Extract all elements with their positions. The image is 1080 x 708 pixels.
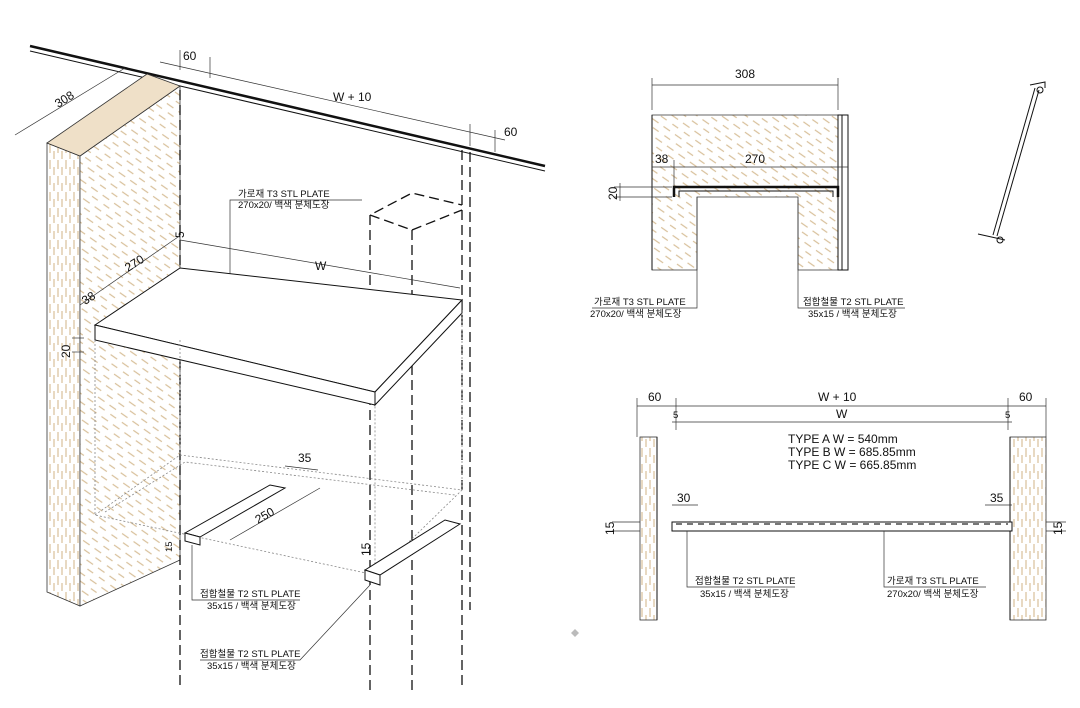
- section-shelf-label: 가로재 T3 STL PLATE 270x20/ 백색 분체도장: [590, 197, 698, 320]
- isometric-dim_depth-text: 308: [52, 88, 77, 111]
- elevation-shelf-label: 가로재 T3 STL PLATE 270x20/ 백색 분체도장: [883, 531, 986, 600]
- isometric-dim_shelf_width-text: W: [315, 259, 327, 273]
- section-rail-label: 접합철물 T2 STL PLATE 35x15 / 백색 분체도장: [797, 200, 905, 320]
- isometric-dim_thickness-text: 20: [59, 344, 73, 358]
- isometric-dim_rail_width-text: 35: [298, 451, 312, 465]
- isometric-shelf_label-line1-text: 가로재 T3 STL PLATE: [238, 189, 330, 200]
- elevation-dimensions: 60 W + 10 60 W 5 5 30 35 15 15: [603, 390, 1066, 535]
- right-rail-iso: [363, 519, 462, 586]
- dimension-top: 60 W + 10 60: [159, 49, 518, 152]
- elevation-shelf: [671, 521, 1013, 532]
- section-wall: [651, 114, 839, 271]
- section-dimensions: 308 38 270 20: [606, 67, 848, 201]
- elevation-types-2-text: TYPE C W = 665.85mm: [788, 458, 916, 472]
- section-rail_label-line1-text: 접합철물 T2 STL PLATE: [803, 296, 903, 308]
- elevation-types-0-text: TYPE A W = 540mm: [788, 432, 898, 446]
- section-shelf_label-line2-text: 270x20/ 백색 분체도장: [590, 309, 682, 320]
- shelf-plate-iso: [93, 267, 464, 407]
- isometric-dim_total_width-text: W + 10: [333, 90, 372, 104]
- section-dim_setback-text: 38: [655, 152, 669, 166]
- elevation-dim_left_gap-text: 60: [648, 390, 662, 404]
- elevation-dim_left_rail-text: 30: [677, 491, 691, 505]
- section-dim_thickness-text: 20: [606, 186, 620, 200]
- elevation-dim_right_height-text: 15: [1051, 521, 1065, 535]
- section-rail_label-line2-text: 35x15 / 백색 분체도장: [808, 309, 897, 320]
- elevation-shelf_label-line1-text: 가로재 T3 STL PLATE: [887, 576, 979, 587]
- elevation-dim_left_height-text: 15: [603, 521, 617, 535]
- isometric-dim_rail_height_left-text: 15: [164, 541, 175, 552]
- rail-label-upper: 접합철물 T2 STL PLATE 35x15 / 백색 분체도장: [191, 545, 300, 612]
- elevation-dim_right_rail-text: 35: [990, 491, 1004, 505]
- elevation-types-1-text: TYPE B W = 685.85mm: [788, 445, 916, 459]
- elevation-view: 60 W + 10 60 W 5 5 30 35 15 15 TYPE A W …: [603, 390, 1066, 621]
- isometric-dim_right_gap-text: 60: [504, 125, 518, 139]
- elevation-rail_label-line1-text: 접합철물 T2 STL PLATE: [695, 575, 795, 587]
- elevation-dim_right_gap-text: 60: [1019, 390, 1033, 404]
- lower-frame-dotted: [94, 313, 463, 576]
- elevation-shelf_label-line2-text: 270x20/ 백색 분체도장: [887, 589, 979, 600]
- elevation-dim_total_width-text: W + 10: [818, 390, 857, 404]
- right-wall-dashed: [369, 192, 463, 690]
- isometric-dim_left_gap-text: 60: [183, 49, 197, 63]
- rail-label-lower: 접합철물 T2 STL PLATE 35x15 / 백색 분체도장: [200, 584, 371, 672]
- elevation-rail_label-line2-text: 35x15 / 백색 분체도장: [700, 589, 789, 600]
- left-wall-top-cap: [46, 73, 181, 157]
- isometric-rail_label_lower-line2-text: 35x15 / 백색 분체도장: [207, 661, 296, 672]
- section-view: 308 38 270 20 가로재 T3 STL PLATE 270x20/ 백…: [590, 67, 905, 320]
- elevation-dim_left_clear-text: 5: [673, 410, 678, 421]
- left-rail-iso: [183, 484, 287, 546]
- isometric-rail_label_upper-line2-text: 35x15 / 백색 분체도장: [207, 601, 296, 612]
- isometric-rail_label_lower-line1-text: 접합철물 T2 STL PLATE: [200, 648, 300, 660]
- elevation-dim_width-text: W: [836, 407, 848, 421]
- isometric-dim_rail_length-text: 250: [253, 504, 278, 526]
- isometric-view: 308 60 W + 10 60 가로재 T3 STL PLATE 270x20…: [14, 44, 546, 690]
- left-wall-front-face: [46, 142, 81, 607]
- elevation-rail-label: 접합철물 T2 STL PLATE 35x15 / 백색 분체도장: [686, 531, 795, 600]
- diamond-marker-icon: [571, 629, 579, 637]
- isometric-rail_label_upper-line1-text: 접합철물 T2 STL PLATE: [200, 588, 300, 600]
- type-width-table: TYPE A W = 540mm TYPE B W = 685.85mm TYP…: [788, 432, 916, 472]
- elevation-right-wall: [1009, 436, 1047, 621]
- isometric-shelf_label-line2-text: 270x20/ 백색 분체도장: [238, 200, 330, 211]
- section-shelf: [672, 185, 840, 197]
- bracket-detail-icon: [977, 81, 1046, 244]
- ceiling-line: [29, 44, 546, 172]
- section-dim_depth-text: 308: [735, 67, 755, 81]
- section-shelf_label-line1-text: 가로재 T3 STL PLATE: [594, 297, 686, 308]
- isometric-dim_top_gap-text: 5: [173, 231, 187, 238]
- section-dim_shelf_depth-text: 270: [745, 152, 765, 166]
- elevation-left-wall: [639, 436, 658, 621]
- elevation-dim_right_clear-text: 5: [1005, 410, 1010, 421]
- isometric-dim_rail_height-text: 15: [359, 542, 373, 556]
